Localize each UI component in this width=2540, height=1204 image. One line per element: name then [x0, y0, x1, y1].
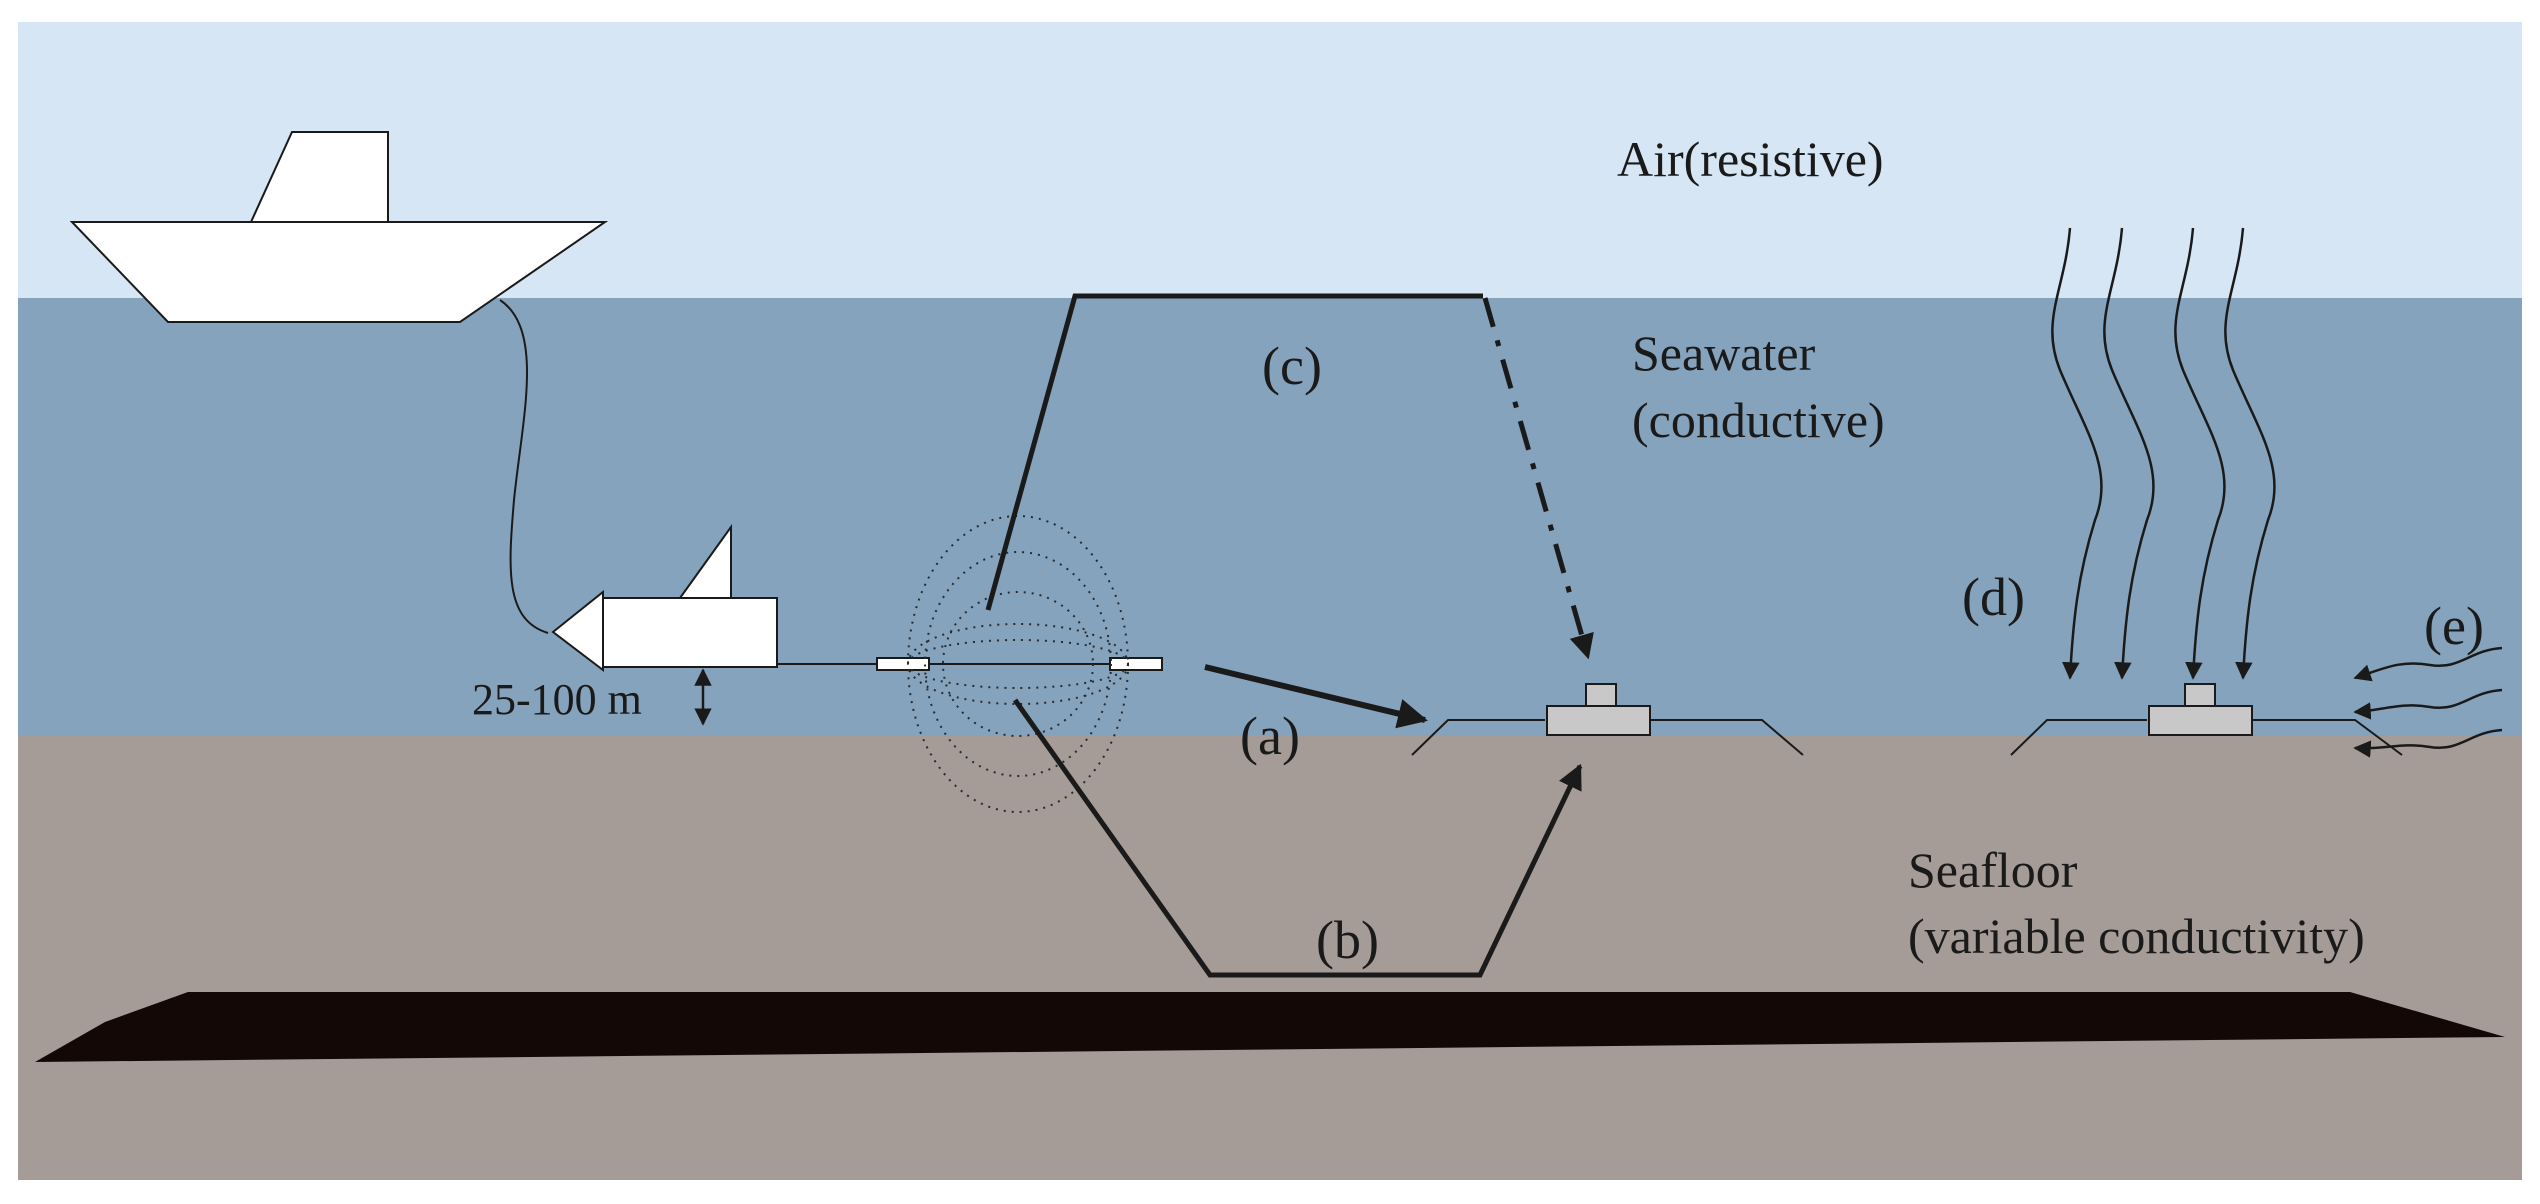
lateral-wave-arrows	[2353, 646, 2503, 758]
seawater-label: Seawater	[1632, 325, 1816, 381]
resistive-target-body	[35, 992, 2505, 1062]
air-label: Air(resistive)	[1617, 131, 1884, 187]
dipole-field-lines	[907, 515, 1129, 813]
path-e-label: (e)	[2424, 596, 2484, 656]
mt-wave-arrows	[2051, 227, 2276, 680]
seafloor-receiver-icon	[2010, 683, 2403, 756]
tow-cable	[499, 299, 549, 634]
path-a-arrow	[1204, 664, 1428, 729]
path-c-label: (c)	[1262, 336, 1322, 396]
ship-icon	[69, 131, 609, 323]
seafloor-receiver-icon	[1411, 683, 1804, 756]
seafloor-label: Seafloor	[1908, 842, 2078, 898]
seawater-layer	[18, 298, 2522, 736]
depth-label: 25-100 m	[472, 675, 642, 724]
path-d-label: (d)	[1962, 567, 2025, 627]
path-c-line	[985, 293, 1483, 611]
path-b-label: (b)	[1316, 910, 1379, 970]
seafloor-layer	[18, 736, 2522, 1180]
dipole-electrode	[1109, 657, 1163, 671]
path-a-label: (a)	[1240, 706, 1300, 766]
path-b-arrow	[1012, 698, 1583, 978]
seafloor-sublabel: (variable conductivity)	[1908, 908, 2365, 964]
towed-source-vehicle-icon	[551, 523, 778, 673]
dipole-electrode	[876, 657, 930, 671]
seawater-sublabel: (conductive)	[1632, 392, 1885, 448]
